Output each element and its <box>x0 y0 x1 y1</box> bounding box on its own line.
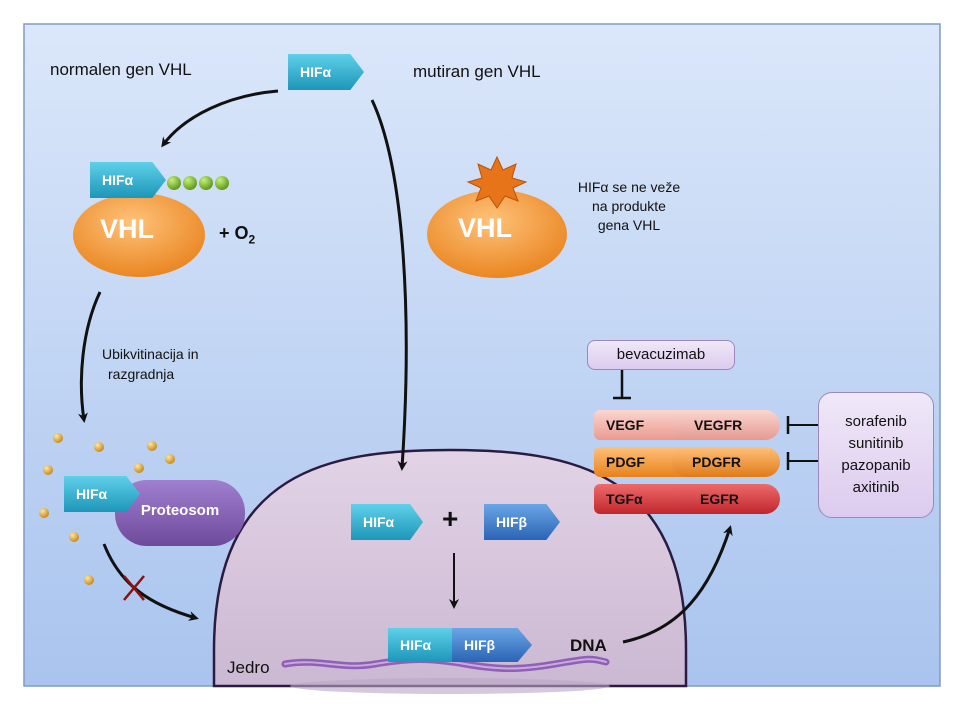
vegfr-receptor: VEGFR <box>672 410 780 440</box>
ubiquitin-fragment-dot <box>147 441 157 451</box>
normal-gene-label: normalen gen VHL <box>50 60 192 79</box>
mutated-gene-label: mutiran gen VHL <box>413 62 541 81</box>
arrow-blocked <box>102 543 199 621</box>
ubiquitin-fragment-dot <box>53 433 63 443</box>
ubiquitin-dot <box>215 176 229 190</box>
vhl-normal-body <box>73 193 205 277</box>
vhl-normal-label: VHL <box>100 214 154 244</box>
ubiquitin-dot <box>199 176 213 190</box>
arrow-to-proteasome <box>78 291 102 423</box>
dna-strand-highlight <box>284 658 607 670</box>
drug-name: sorafenib <box>845 413 907 430</box>
hif-alpha-proteasome: HIFα <box>64 476 140 512</box>
vhl-mutated-label: VHL <box>458 213 512 243</box>
block-cross-icon <box>123 575 145 601</box>
bevacizumab-box: bevacuzimab <box>587 340 735 370</box>
no-binding-note: HIFα se ne veže na produkte gena VHL <box>577 179 681 233</box>
nucleus-label: Jedro <box>227 658 270 677</box>
arrow-to-vhl <box>161 89 279 148</box>
hif-beta-nucleus: HIFβ <box>484 504 560 540</box>
proteasome-label: Proteosom <box>140 502 220 519</box>
drug-name: sunitinib <box>848 435 904 452</box>
ubiquitin-fragment-dot <box>134 463 144 473</box>
drug-name: axitinib <box>852 479 900 496</box>
arrow-to-nucleus <box>370 99 408 471</box>
ubiquitin-fragment-dot <box>84 575 94 585</box>
vhl-mutated-body <box>427 190 567 278</box>
ubiquitin-dot <box>183 176 197 190</box>
ubiquitination-label: Ubikvitinacija in razgradnja <box>102 346 199 382</box>
dna-shadow <box>290 678 610 694</box>
hif-beta-dna: HIFβ <box>452 628 532 662</box>
arrow-to-targets <box>622 525 733 644</box>
hif-alpha-nucleus: HIFα <box>351 504 423 540</box>
ubiquitin-fragment-dot <box>94 442 104 452</box>
pdgfr-receptor: PDGFR <box>672 447 780 477</box>
proteasome-shape <box>115 480 245 546</box>
dna-label: DNA <box>570 636 607 655</box>
ubiquitin-fragment-dot <box>69 532 79 542</box>
drug-name: pazopanib <box>841 457 911 474</box>
ubiquitin-fragment-dot <box>43 465 53 475</box>
nucleus-shape <box>212 448 688 688</box>
hif-alpha-bound-vhl: HIFα <box>90 162 166 198</box>
egfr-receptor: EGFR <box>672 484 780 514</box>
tki-drug-box: sorafenib sunitinib pazopanib axitinib <box>818 392 934 518</box>
oxygen-label: + O2 <box>219 223 256 247</box>
ubiquitin-fragment-dot <box>165 454 175 464</box>
mutation-star-icon <box>466 155 528 209</box>
ubiquitin-fragment-dot <box>39 508 49 518</box>
bevacizumab-label: bevacuzimab <box>616 346 706 363</box>
plus-sign: + <box>442 503 459 534</box>
ubiquitin-dot <box>167 176 181 190</box>
hif-alpha-top: HIFα <box>288 54 364 90</box>
